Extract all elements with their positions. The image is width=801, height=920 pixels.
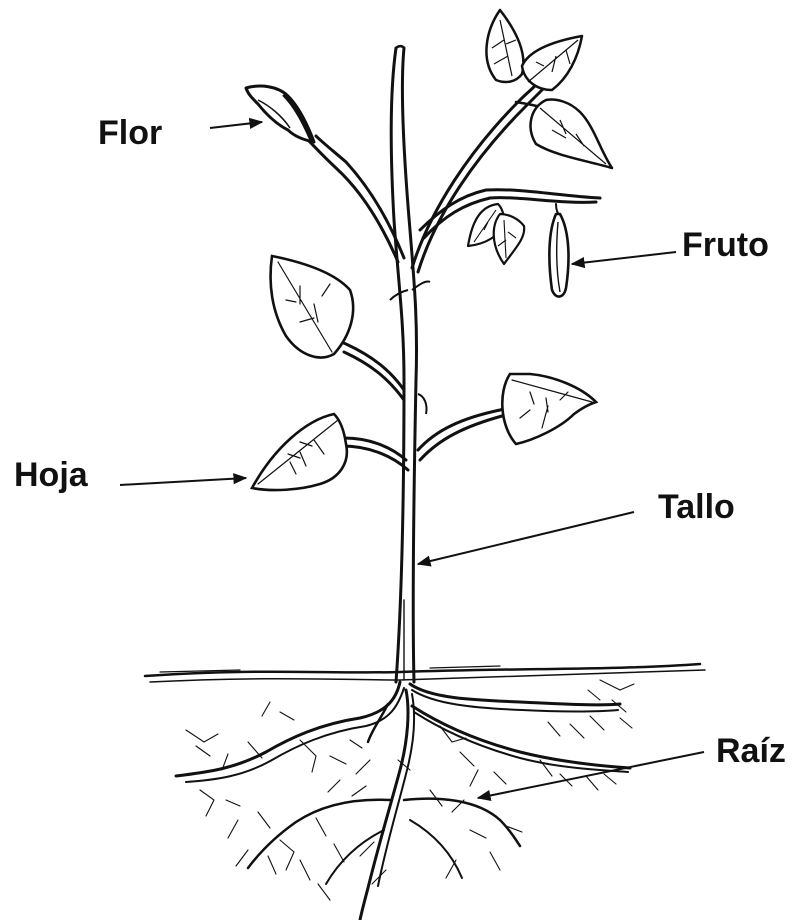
small-leaves (468, 204, 524, 264)
label-stem: Tallo (658, 490, 735, 524)
label-root: Raíz (716, 734, 786, 768)
roots (176, 682, 630, 920)
right-middle-leaf (418, 374, 596, 460)
stem-arrow (418, 512, 634, 564)
stem-buds (390, 281, 430, 414)
ground-line (145, 664, 705, 682)
label-flower: Flor (98, 116, 162, 150)
fruit-arrow (572, 252, 676, 264)
main-stem (391, 46, 416, 682)
root-arrow (478, 752, 704, 798)
label-fruit: Fruto (682, 228, 769, 262)
fruit-pod (549, 214, 568, 297)
flower-arrow (210, 122, 262, 128)
label-leaf: Hoja (14, 458, 88, 492)
lower-left-leaf (252, 414, 408, 490)
root-hairs (186, 680, 634, 900)
leaf-arrow (120, 478, 246, 485)
flower-drawing (246, 86, 314, 142)
flower-branch (308, 136, 404, 262)
left-middle-leaf (271, 256, 404, 400)
top-leaves (486, 10, 612, 168)
